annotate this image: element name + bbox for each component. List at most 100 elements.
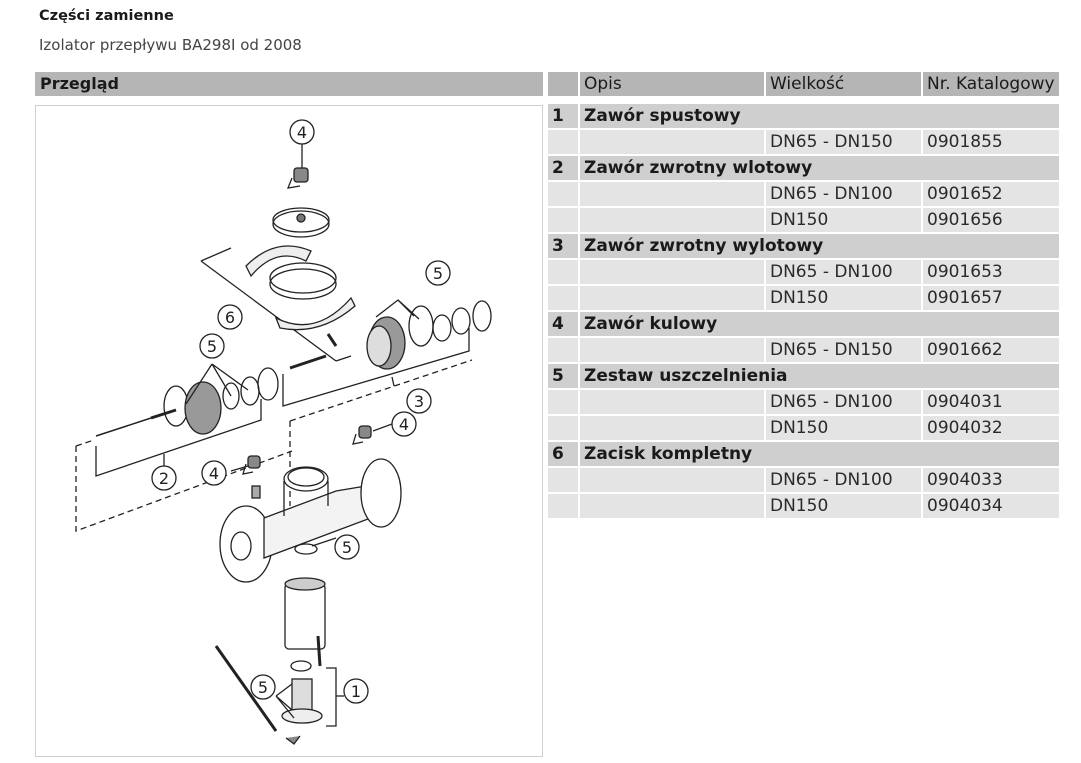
callout-5-body: 5 (334, 534, 360, 560)
part-name: Zestaw uszczelnienia (580, 364, 1059, 388)
valve-body-part (219, 458, 402, 583)
callout-3: 3 (406, 388, 432, 414)
svg-text:6: 6 (225, 308, 235, 327)
variant-catalog-number: 0901657 (923, 286, 1059, 310)
empty-cell (548, 286, 578, 310)
callout-4-left: 4 (201, 460, 227, 486)
outlet-check-valve-part (282, 299, 492, 506)
svg-text:5: 5 (433, 264, 443, 283)
part-number: 3 (548, 234, 578, 258)
column-header-description: Opis (580, 72, 764, 96)
empty-cell (580, 468, 764, 492)
empty-cell (548, 338, 578, 362)
spacer-cell (548, 98, 1059, 102)
drain-valve-part (214, 537, 344, 745)
empty-cell (580, 208, 764, 232)
svg-text:3: 3 (414, 392, 424, 411)
variant-catalog-number: 0901652 (923, 182, 1059, 206)
variant-catalog-number: 0901855 (923, 130, 1059, 154)
variant-size: DN150 (766, 286, 921, 310)
variant-catalog-number: 0904033 (923, 468, 1059, 492)
column-header-size: Wielkość (766, 72, 921, 96)
variant-size: DN65 - DN100 (766, 260, 921, 284)
variant-size: DN65 - DN150 (766, 130, 921, 154)
empty-cell (580, 390, 764, 414)
variant-size: DN65 - DN150 (766, 338, 921, 362)
empty-cell (580, 182, 764, 206)
variant-catalog-number: 0904032 (923, 416, 1059, 440)
overview-header: Przegląd (35, 72, 543, 96)
callout-1: 1 (343, 678, 369, 704)
svg-text:4: 4 (209, 464, 219, 483)
empty-cell (580, 260, 764, 284)
table-header-row: Opis Wielkość Nr. Katalogowy (548, 72, 1059, 96)
empty-cell (580, 416, 764, 440)
empty-cell (548, 468, 578, 492)
callout-4-top: 4 (289, 119, 315, 145)
clamp-assembly-part (200, 245, 356, 362)
ball-valve-left-part (230, 455, 261, 499)
empty-cell (548, 260, 578, 284)
svg-text:5: 5 (207, 337, 217, 356)
part-name: Zawór kulowy (580, 312, 1059, 336)
callout-5-left: 5 (199, 333, 225, 359)
part-number: 5 (548, 364, 578, 388)
page-title: Części zamienne (39, 8, 174, 24)
exploded-view-drawing: 4 6 5 5 3 4 2 4 5 5 1 (75, 119, 492, 745)
variant-size: DN150 (766, 416, 921, 440)
product-subtitle: Izolator przepływu BA298I od 2008 (39, 36, 302, 54)
callout-markers: 4 6 5 5 3 4 2 4 5 5 1 (151, 119, 451, 704)
svg-text:5: 5 (258, 678, 268, 697)
empty-cell (548, 208, 578, 232)
callout-6: 6 (217, 304, 243, 330)
part-number: 2 (548, 156, 578, 180)
exploded-view-figure: 4 6 5 5 3 4 2 4 5 5 1 (35, 105, 543, 757)
column-header-number (548, 72, 578, 96)
cover-part (272, 207, 330, 238)
part-name: Zawór zwrotny wylotowy (580, 234, 1059, 258)
table-spacer (548, 98, 1059, 102)
ball-valve-top-part (286, 144, 309, 189)
variant-catalog-number: 0904031 (923, 390, 1059, 414)
empty-cell (548, 390, 578, 414)
variant-size: DN150 (766, 494, 921, 518)
callout-2: 2 (151, 465, 177, 491)
variant-size: DN65 - DN100 (766, 468, 921, 492)
empty-cell (548, 494, 578, 518)
svg-text:2: 2 (159, 469, 169, 488)
empty-cell (548, 182, 578, 206)
column-header-catalog-number: Nr. Katalogowy (923, 72, 1059, 96)
ball-valve-right-part (352, 423, 393, 445)
svg-text:4: 4 (399, 415, 409, 434)
svg-text:5: 5 (342, 538, 352, 557)
callout-5-right: 5 (425, 260, 451, 286)
empty-cell (580, 494, 764, 518)
variant-size: DN65 - DN100 (766, 182, 921, 206)
part-name: Zacisk kompletny (580, 442, 1059, 466)
part-name: Zawór zwrotny wlotowy (580, 156, 1059, 180)
part-number: 6 (548, 442, 578, 466)
variant-catalog-number: 0901662 (923, 338, 1059, 362)
part-number: 1 (548, 104, 578, 128)
inlet-check-valve-part (75, 363, 293, 532)
variant-catalog-number: 0901653 (923, 260, 1059, 284)
variant-size: DN65 - DN100 (766, 390, 921, 414)
part-name: Zawór spustowy (580, 104, 1059, 128)
